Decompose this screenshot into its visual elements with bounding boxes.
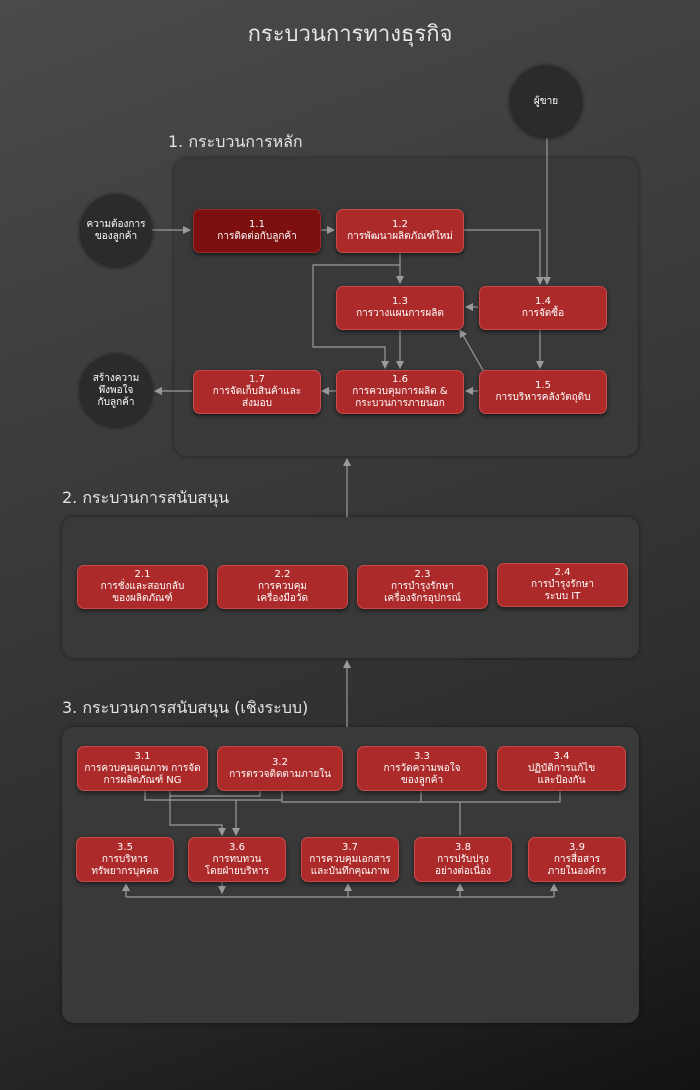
process-label: การตรวจติดตามภายใน (229, 768, 331, 780)
process-number: 1.5 (535, 380, 551, 391)
process-label: การวัดความพอใจ ของลูกค้า (383, 762, 461, 786)
customer-need-circle: ความต้องการ ของลูกค้า (80, 195, 152, 267)
process-label: การวางแผนการผลิต (356, 308, 444, 319)
process-box-1-7[interactable]: 1.7 การจัดเก็บสินค้าและ ส่งมอบ (193, 370, 321, 414)
section-system-title: 3. กระบวนการสนับสนุน (เชิงระบบ) (62, 698, 309, 717)
system-box-3-6[interactable]: 3.6 การทบทวน โดยฝ่ายบริหาร (188, 837, 286, 882)
process-box-1-3[interactable]: 1.3 การวางแผนการผลิต (336, 286, 464, 330)
support-box-2-4[interactable]: 2.4 การบำรุงรักษา ระบบ IT (497, 563, 628, 607)
process-label: การบริหารคลังวัตถุดิบ (495, 392, 591, 403)
process-number: 1.7 (249, 374, 265, 385)
process-label: การปรับปรุง อย่างต่อเนื่อง (434, 853, 491, 877)
process-label: การควบคุมการผลิต & กระบวนการภายนอก (352, 386, 448, 409)
process-number: 2.1 (134, 569, 151, 580)
process-number: 3.3 (414, 750, 430, 762)
system-box-3-4[interactable]: 3.4 ปฏิบัติการแก้ไข และป้องกัน (497, 746, 626, 791)
support-box-2-3[interactable]: 2.3 การบำรุงรักษา เครื่องจักรอุปกรณ์ (357, 565, 488, 609)
arrow-3-1-to-3-6 (169, 796, 226, 836)
process-number: 3.6 (229, 841, 245, 853)
system-box-3-1[interactable]: 3.1 การควบคุมคุณภาพ การจัด การผลิตภัณฑ์ … (77, 746, 208, 791)
process-label: การจัดเก็บสินค้าและ ส่งมอบ (212, 386, 302, 409)
process-number: 1.4 (535, 296, 551, 307)
system-box-3-2[interactable]: 3.2 การตรวจติดตามภายใน (217, 746, 343, 791)
process-number: 2.4 (554, 567, 571, 578)
process-number: 1.1 (249, 219, 265, 230)
system-box-3-3[interactable]: 3.3 การวัดความพอใจ ของลูกค้า (357, 746, 487, 791)
system-box-3-5[interactable]: 3.5 การบริหาร ทรัพยากรบุคคล (76, 837, 174, 882)
process-box-1-5[interactable]: 1.5 การบริหารคลังวัตถุดิบ (479, 370, 607, 414)
process-number: 3.5 (117, 841, 133, 853)
process-number: 3.8 (455, 841, 471, 853)
line-3-1-bus (144, 790, 282, 801)
section-core-title: 1. กระบวนการหลัก (168, 132, 303, 151)
customer-satisfaction-circle: สร้างความ พึงพอใจ กับลูกค้า (80, 355, 152, 427)
process-label: การชั่งและสอบกลับ ของผลิตภัณฑ์ (100, 581, 185, 604)
process-box-1-1[interactable]: 1.1 การติดต่อกับลูกค้า (193, 209, 321, 253)
process-number: 1.6 (392, 374, 408, 385)
process-label: การบำรุงรักษา เครื่องจักรอุปกรณ์ (384, 581, 461, 604)
system-box-3-9[interactable]: 3.9 การสื่อสาร ภายในองค์กร (528, 837, 626, 882)
section-support-title: 2. กระบวนการสนับสนุน (62, 488, 230, 507)
process-number: 1.2 (392, 219, 408, 230)
process-box-1-2[interactable]: 1.2 การพัฒนาผลิตภัณฑ์ใหม่ (336, 209, 464, 253)
process-label: การพัฒนาผลิตภัณฑ์ใหม่ (347, 231, 453, 242)
process-label: การควบคุมคุณภาพ การจัด การผลิตภัณฑ์ NG (84, 762, 201, 786)
process-box-1-6[interactable]: 1.6 การควบคุมการผลิต & กระบวนการภายนอก (336, 370, 464, 414)
arrow-1-5-to-1-3 (459, 329, 485, 373)
process-number: 3.7 (342, 841, 358, 853)
process-label: การควบคุมเอกสาร และบันทึกคุณภาพ (309, 853, 391, 877)
line-3-2-bus (169, 790, 261, 797)
system-box-3-7[interactable]: 3.7 การควบคุมเอกสาร และบันทึกคุณภาพ (301, 837, 399, 882)
process-label: การบำรุงรักษา ระบบ IT (531, 579, 594, 602)
process-number: 3.4 (553, 750, 570, 762)
process-label: ปฏิบัติการแก้ไข และป้องกัน (527, 762, 596, 786)
process-number: 1.3 (392, 296, 408, 307)
process-number: 2.3 (414, 569, 431, 580)
process-label: การบริหาร ทรัพยากรบุคคล (91, 853, 159, 877)
process-number: 3.9 (569, 841, 585, 853)
support-box-2-1[interactable]: 2.1 การชั่งและสอบกลับ ของผลิตภัณฑ์ (77, 565, 208, 609)
system-box-3-8[interactable]: 3.8 การปรับปรุง อย่างต่อเนื่อง (414, 837, 512, 882)
supplier-circle: ผู้ขาย (510, 66, 582, 138)
process-number: 3.1 (134, 750, 151, 762)
support-box-2-2[interactable]: 2.2 การควบคุม เครื่องมือวัด (217, 565, 348, 609)
arrow-1-2-to-1-4 (462, 229, 544, 285)
process-label: การติดต่อกับลูกค้า (217, 231, 297, 242)
process-label: การจัดซื้อ (521, 308, 565, 319)
process-box-1-4[interactable]: 1.4 การจัดซื้อ (479, 286, 607, 330)
arrow-loop-to-1-6 (312, 264, 400, 369)
process-number: 3.2 (272, 756, 288, 768)
process-label: การสื่อสาร ภายในองค์กร (547, 853, 607, 877)
process-label: การทบทวน โดยฝ่ายบริหาร (204, 853, 270, 877)
process-number: 2.2 (274, 569, 291, 580)
page-title: กระบวนการทางธุรกิจ (247, 22, 453, 47)
process-label: การควบคุม เครื่องมือวัด (256, 581, 309, 604)
